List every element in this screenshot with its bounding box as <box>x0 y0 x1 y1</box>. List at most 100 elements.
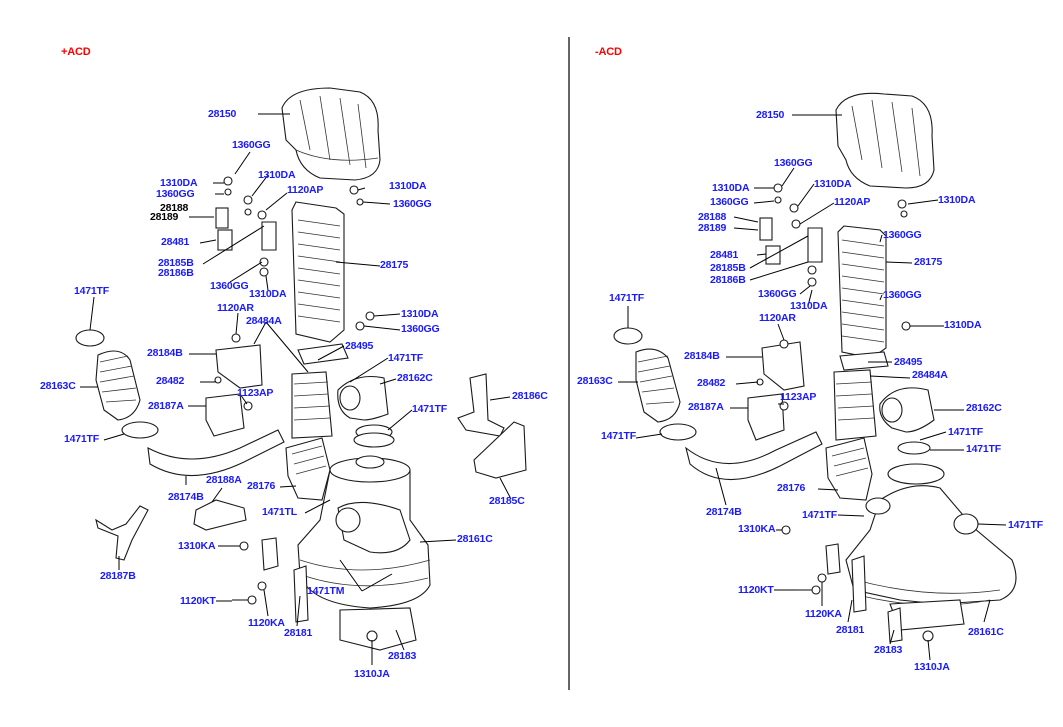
part-label[interactable]: 1471TF <box>412 403 447 415</box>
part-label[interactable]: 28495 <box>345 340 374 352</box>
part-label[interactable]: 1360GG <box>758 288 797 300</box>
part-label[interactable]: 1310DA <box>944 319 982 331</box>
part-label[interactable]: 1120KT <box>180 595 216 607</box>
part-label[interactable]: 1310DA <box>258 169 296 181</box>
part-label[interactable]: 1120KT <box>738 584 774 596</box>
part-label[interactable]: 28163C <box>577 375 613 387</box>
part-label[interactable]: 1471TF <box>966 443 1001 455</box>
part-label[interactable]: 1471TF <box>388 352 423 364</box>
part-label[interactable]: 28181 <box>836 624 865 636</box>
part-label[interactable]: 28189 <box>150 211 179 223</box>
part-label[interactable]: 28185C <box>489 495 525 507</box>
part-label[interactable]: 28184B <box>684 350 720 362</box>
part-label[interactable]: 28186B <box>710 274 746 286</box>
part-label[interactable]: 1123AP <box>237 387 274 399</box>
part-label[interactable]: 1310DA <box>790 300 828 312</box>
part-label[interactable]: 28181 <box>284 627 313 639</box>
part-label[interactable]: 28186C <box>512 390 548 402</box>
part-label[interactable]: 1360GG <box>210 280 249 292</box>
intercooler-part-right <box>837 225 887 359</box>
part-label[interactable]: 28185B <box>710 262 746 274</box>
part-label[interactable]: 28150 <box>756 109 785 121</box>
variant-tag-left: +ACD <box>61 46 91 58</box>
part-label[interactable]: 28481 <box>161 236 190 248</box>
part-label[interactable]: 28162C <box>397 372 433 384</box>
part-label[interactable]: 1310DA <box>389 180 427 192</box>
part-label[interactable]: 28174B <box>706 506 742 518</box>
duct-28176 <box>285 437 331 501</box>
part-label[interactable]: 1120AR <box>217 302 254 314</box>
leader-lines-left <box>80 113 512 665</box>
part-label[interactable]: 1360GG <box>401 323 440 335</box>
part-label[interactable]: 28183 <box>874 644 903 656</box>
bracket-28185c <box>473 421 527 479</box>
part-label[interactable]: 28183 <box>388 650 417 662</box>
part-label[interactable]: 28188 <box>160 202 189 214</box>
left-diagram <box>75 87 527 665</box>
part-label[interactable]: 28175 <box>380 259 409 271</box>
part-label[interactable]: 1310KA <box>178 540 216 552</box>
part-label[interactable]: 1471TF <box>64 433 99 445</box>
bracket-28187a <box>205 393 245 437</box>
part-label[interactable]: 28484A <box>912 369 948 381</box>
part-label[interactable]: 1120AP <box>287 184 324 196</box>
part-label[interactable]: 28484A <box>246 315 282 327</box>
part-label[interactable]: 1360GG <box>393 198 432 210</box>
part-label[interactable]: 28187A <box>688 401 724 413</box>
part-label[interactable]: 28150 <box>208 108 237 120</box>
cover-part-right <box>835 92 935 189</box>
part-label[interactable]: 28174B <box>168 491 204 503</box>
part-label[interactable]: 1310JA <box>914 661 950 673</box>
cover-part <box>281 87 381 181</box>
part-label[interactable]: 1471TL <box>262 506 297 518</box>
part-label[interactable]: 1471TF <box>1008 519 1043 531</box>
pipe-28174b-right <box>685 431 823 481</box>
part-label[interactable]: 1120AP <box>834 196 871 208</box>
part-label[interactable]: 28161C <box>457 533 493 545</box>
part-label[interactable]: 1471TM <box>307 585 345 597</box>
duct-28176-right <box>825 437 873 501</box>
part-label[interactable]: 1310DA <box>401 308 439 320</box>
part-label[interactable]: 1310KA <box>738 523 776 535</box>
part-label[interactable]: 1471TF <box>609 292 644 304</box>
part-label[interactable]: 28188A <box>206 474 242 486</box>
part-label[interactable]: 1360GG <box>883 289 922 301</box>
part-label[interactable]: 28186B <box>158 267 194 279</box>
part-label[interactable]: 1310DA <box>814 178 852 190</box>
part-label[interactable]: 1360GG <box>156 188 195 200</box>
part-label[interactable]: 1123AP <box>780 391 817 403</box>
part-label[interactable]: 1360GG <box>774 157 813 169</box>
part-label[interactable]: 1471TF <box>601 430 636 442</box>
part-label[interactable]: 28175 <box>914 256 943 268</box>
part-label[interactable]: 1310DA <box>249 288 287 300</box>
part-label[interactable]: 28187B <box>100 570 136 582</box>
part-label[interactable]: 1310DA <box>160 177 198 189</box>
part-label[interactable]: 28185B <box>158 257 194 269</box>
part-label[interactable]: 28481 <box>710 249 739 261</box>
part-label[interactable]: 28163C <box>40 380 76 392</box>
part-label[interactable]: 28482 <box>156 375 185 387</box>
part-label[interactable]: 1310JA <box>354 668 390 680</box>
part-label[interactable]: 1360GG <box>710 196 749 208</box>
part-label[interactable]: 28161C <box>968 626 1004 638</box>
part-label[interactable]: 1310DA <box>938 194 976 206</box>
part-label[interactable]: 28184B <box>147 347 183 359</box>
part-label[interactable]: 1360GG <box>232 139 271 151</box>
part-label[interactable]: 1310DA <box>712 182 750 194</box>
part-label[interactable]: 1471TF <box>74 285 109 297</box>
part-label[interactable]: 28162C <box>966 402 1002 414</box>
part-label[interactable]: 1120KA <box>248 617 285 629</box>
part-label[interactable]: 1471TF <box>948 426 983 438</box>
part-label[interactable]: 28189 <box>698 222 727 234</box>
part-label[interactable]: 28482 <box>697 377 726 389</box>
part-label[interactable]: 28187A <box>148 400 184 412</box>
part-label[interactable]: 1360GG <box>883 229 922 241</box>
part-label[interactable]: 28495 <box>894 356 923 368</box>
part-label[interactable]: 28188 <box>698 211 727 223</box>
part-label[interactable]: 1120KA <box>805 608 842 620</box>
part-label[interactable]: 1120AR <box>759 312 796 324</box>
duct-28484a <box>291 371 333 439</box>
part-label[interactable]: 28176 <box>247 480 276 492</box>
part-label[interactable]: 1471TF <box>802 509 837 521</box>
part-label[interactable]: 28176 <box>777 482 806 494</box>
